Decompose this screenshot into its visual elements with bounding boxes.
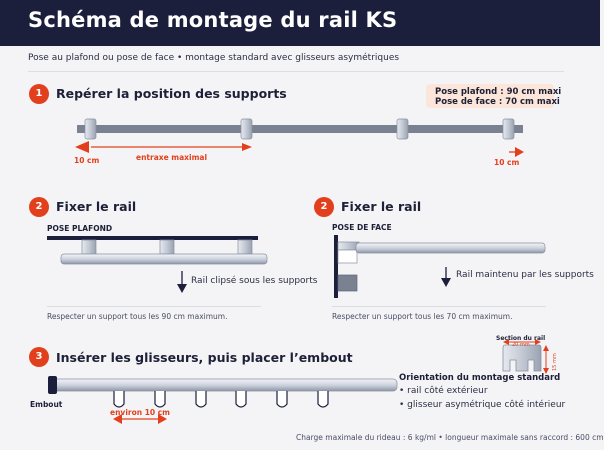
rail-section-diagram — [502, 339, 549, 374]
rail-section-shape — [502, 344, 542, 372]
support-marker — [502, 118, 515, 140]
step-1-rail — [77, 125, 523, 133]
glider-spacing-arrow-left — [113, 414, 122, 424]
right-gap-arrow-head — [515, 147, 524, 157]
face-bracket — [337, 249, 358, 264]
face-note: Respecter un support tous les 70 cm maxi… — [332, 312, 513, 321]
glider-hook — [317, 391, 329, 408]
orientation-item: rail côté extérieur — [399, 386, 487, 396]
step-1-badge: 1 — [29, 84, 49, 104]
subtitle: Pose au plafond ou pose de face • montag… — [28, 53, 400, 63]
section-width-arrow-left — [503, 339, 509, 345]
orientation-item: glisseur asymétrique côté intérieur — [399, 400, 565, 410]
step-2-face-title: Fixer le rail — [341, 199, 422, 214]
spacing-label: entraxe maximal — [136, 153, 207, 162]
header-bar: Schéma de montage du rail KS — [0, 0, 600, 46]
support-marker — [240, 118, 253, 140]
glider-spacing-arrow-right — [158, 414, 167, 424]
spacing-info-box: Pose plafond : 90 cm maxi Pose de face :… — [426, 84, 561, 108]
page-title: Schéma de montage du rail KS — [28, 8, 398, 32]
wall-line — [334, 235, 338, 298]
step-1-title: Repérer la position des supports — [56, 86, 287, 101]
left-gap-label: 10 cm — [74, 156, 99, 165]
face-mount-label: POSE DE FACE — [332, 223, 392, 232]
dimension-arrows — [75, 141, 524, 157]
face-rail — [355, 242, 546, 254]
endcap-label: Embout — [30, 400, 63, 409]
step-1-supports — [84, 118, 515, 140]
ceiling-note: Respecter un support tous les 90 cm maxi… — [47, 312, 228, 321]
section-width-arrow-right — [535, 339, 541, 345]
support-marker — [396, 118, 409, 140]
ceiling-caption: Rail clipsé sous les supports — [191, 275, 318, 286]
section-height-arrow-bottom — [543, 368, 549, 374]
ceiling-rail — [60, 253, 268, 265]
ceiling-support — [81, 239, 97, 255]
ceiling-support — [237, 239, 253, 255]
step-2-face-badge: 2 — [314, 197, 334, 217]
divider — [47, 306, 261, 307]
ceiling-mount-label: POSE PLAFOND — [47, 224, 112, 233]
right-gap-label: 10 cm — [494, 158, 519, 167]
footer-note: Charge maximale du rideau : 6 kg/ml • lo… — [296, 433, 604, 442]
down-arrow-head — [441, 278, 451, 287]
glider-hook — [154, 391, 166, 408]
step-3-badge: 3 — [29, 347, 49, 367]
step-2-title: Fixer le rail — [56, 199, 137, 214]
section-height-arrow-top — [543, 345, 549, 351]
ceiling-line — [47, 236, 258, 240]
rail — [52, 378, 398, 392]
section-width-label: 20 mm — [512, 342, 530, 348]
support-marker — [84, 118, 97, 140]
glider-spacing-label: environ 10 cm — [110, 408, 170, 417]
glider-hook — [276, 391, 288, 408]
section-height-label: 15 mm — [552, 353, 558, 371]
ceiling-support — [159, 239, 175, 255]
info-ceiling: Pose plafond : 90 cm maxi — [435, 87, 562, 97]
glider-hook — [195, 391, 207, 408]
spacing-arrow-head — [242, 143, 252, 151]
info-face: Pose de face : 70 cm maxi — [435, 97, 560, 107]
down-arrow-head — [177, 284, 187, 293]
face-bracket-lower — [337, 274, 358, 292]
glider-rail-diagram — [48, 376, 398, 424]
section-title: Section du rail — [496, 335, 545, 342]
left-gap-arrow — [75, 141, 89, 153]
divider — [28, 71, 564, 72]
step-2-badge: 2 — [29, 197, 49, 217]
divider — [332, 306, 546, 307]
glider-hook — [113, 391, 125, 408]
orientation-title: Orientation du montage standard — [399, 373, 561, 383]
glider-hook — [235, 391, 247, 408]
endcap — [48, 376, 57, 394]
ceiling-mount-diagram — [47, 236, 268, 293]
step-3-title: Insérer les glisseurs, puis placer l’emb… — [56, 350, 353, 365]
face-mount-diagram — [334, 235, 546, 298]
face-caption: Rail maintenu par les supports — [456, 270, 594, 280]
